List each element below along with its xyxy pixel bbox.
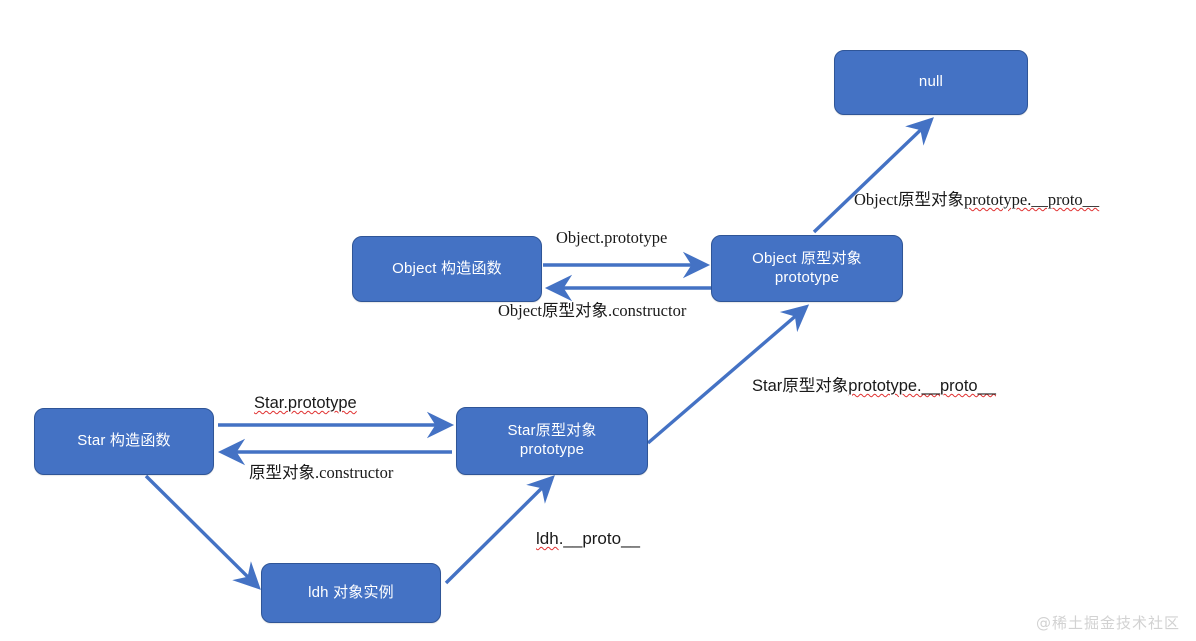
edge-label-star-proto-dunder: Star原型对象prototype.__proto__ — [752, 372, 996, 396]
edge-label-text-flagged: prototype.__proto__ — [963, 190, 1100, 209]
node-ldh-instance[interactable]: ldh 对象实例 — [261, 563, 441, 623]
node-star-prototype[interactable]: Star原型对象 prototype — [456, 407, 648, 475]
edge-label-text-flagged: ldh — [536, 529, 559, 548]
node-star-constructor[interactable]: Star 构造函数 — [34, 408, 214, 475]
node-null[interactable]: null — [834, 50, 1028, 115]
edge-label-object-prototype: Object.prototype — [556, 228, 668, 247]
edge-label-text-flagged: prototype.__proto__ — [848, 377, 996, 395]
edge-label-object-proto-constructor: Object原型对象.constructor — [498, 301, 687, 320]
edge-label-text-plain: .__proto__ — [558, 529, 640, 548]
edge-object-proto-to-null — [812, 117, 934, 234]
watermark: @稀土掘金技术社区 — [1035, 614, 1180, 632]
edge-label-text-plain: Object原型对象 — [854, 190, 964, 209]
edge-label-text-plain: Star原型对象 — [752, 377, 849, 395]
edge-label-star-proto-constructor: 原型对象.constructor — [249, 463, 394, 482]
edge-label-object-proto-dunder: Object原型对象prototype.__proto__ — [854, 186, 1099, 210]
edge-label-ldh-dunder: ldh.__proto__ — [536, 529, 640, 549]
node-object-prototype[interactable]: Object 原型对象 prototype — [711, 235, 903, 302]
node-object-constructor[interactable]: Object 构造函数 — [352, 236, 542, 302]
edge-label-star-prototype: Star.prototype — [254, 394, 357, 413]
edge-star-ctor-to-ldh — [144, 474, 261, 590]
edge-label-text-flagged: Star.prototype — [254, 394, 357, 412]
